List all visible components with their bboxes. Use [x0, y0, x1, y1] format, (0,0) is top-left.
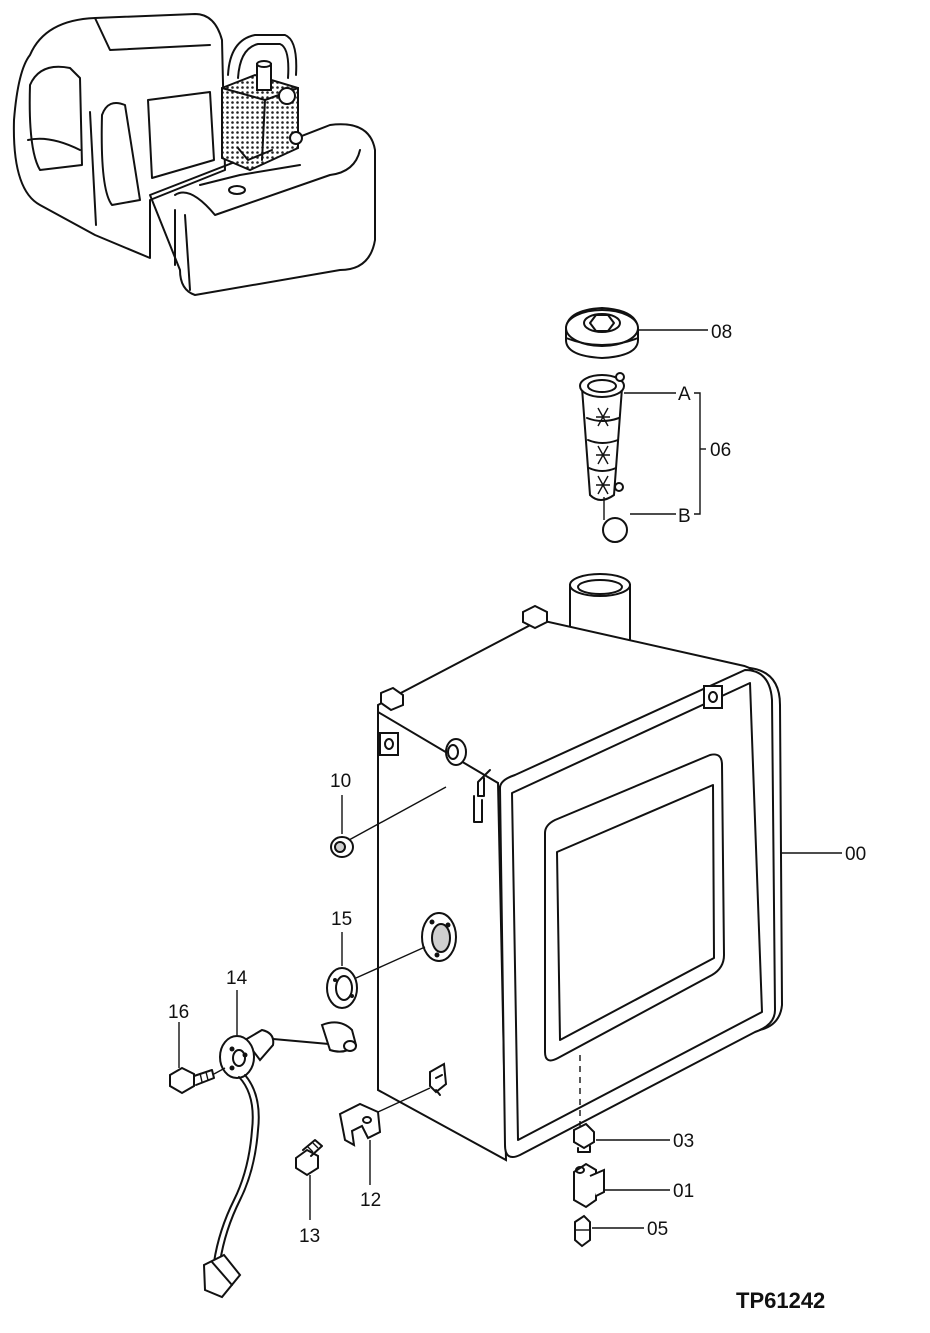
callout-00: 00 [845, 844, 866, 865]
filler-cap-08 [565, 306, 639, 360]
callout-08: 08 [711, 322, 732, 343]
drain-valve-01 [573, 1162, 605, 1209]
bolt-16 [169, 1066, 226, 1095]
bolt-13 [295, 1139, 323, 1177]
callout-A: A [678, 384, 691, 405]
leader-lines [178, 329, 842, 1229]
callout-B: B [678, 506, 691, 527]
plug-10 [330, 786, 447, 858]
drain-fitting-03 [573, 1122, 595, 1153]
clamp-12 [338, 1087, 431, 1147]
callout-13: 13 [299, 1226, 320, 1247]
callout-16: 16 [168, 1002, 189, 1023]
callout-labels: 08 A 06 B 00 10 15 14 16 03 01 05 12 13 [168, 322, 866, 1247]
callout-15: 15 [331, 909, 352, 930]
callout-14: 14 [226, 968, 248, 989]
gasket-15 [326, 946, 426, 1009]
callout-06: 06 [710, 440, 731, 461]
callout-03: 03 [673, 1131, 694, 1152]
callout-12: 12 [360, 1190, 381, 1211]
strainer-06 [579, 372, 628, 543]
tank-00 [377, 573, 783, 1162]
excavator-locator-inset [12, 13, 376, 296]
drain-plug-05 [574, 1214, 591, 1248]
callout-05: 05 [647, 1219, 668, 1240]
callout-01: 01 [673, 1181, 694, 1202]
level-sensor-14 [202, 1021, 358, 1299]
figure-reference: TP61242 [736, 1288, 825, 1313]
callout-10: 10 [330, 771, 351, 792]
